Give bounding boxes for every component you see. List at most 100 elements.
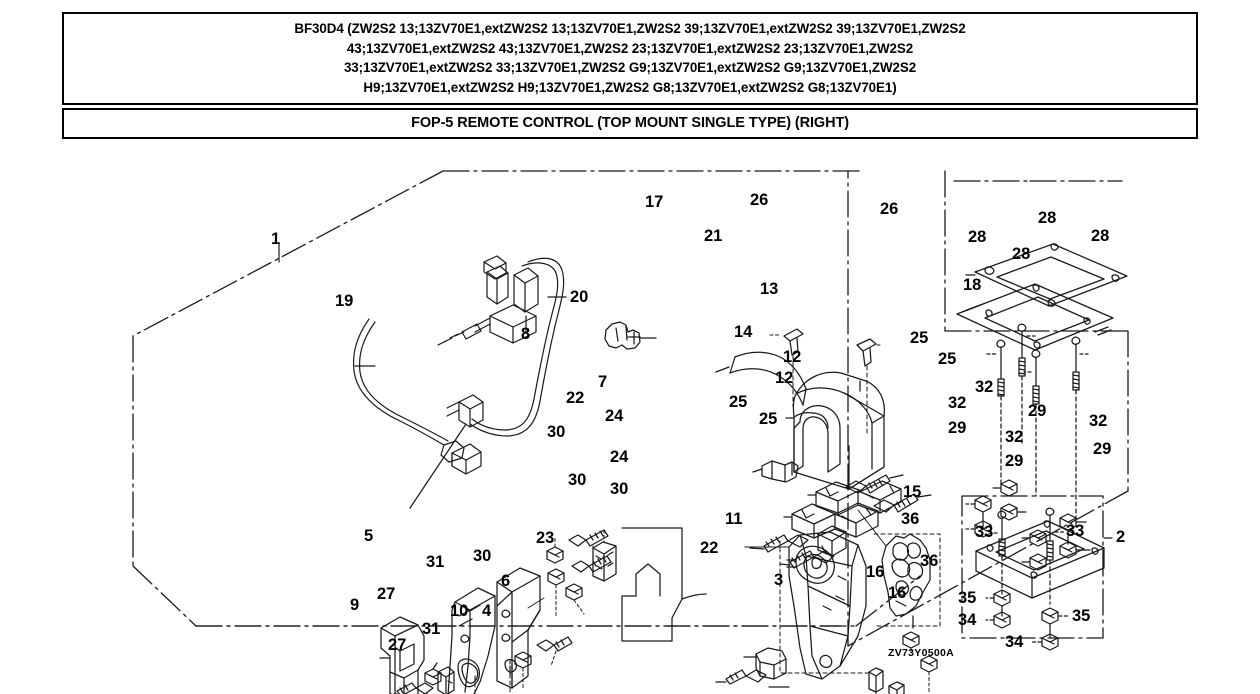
callout-36-b: 36 bbox=[920, 552, 939, 570]
callout-10: 10 bbox=[450, 602, 469, 620]
callout-25-b: 25 bbox=[938, 350, 957, 368]
screw-25-a bbox=[845, 474, 904, 494]
nut-36-b bbox=[920, 655, 938, 693]
screw-26-a bbox=[769, 328, 804, 407]
nut-32-a bbox=[992, 479, 1018, 497]
section-title: FOP-5 REMOTE CONTROL (TOP MOUNT SINGLE T… bbox=[411, 115, 849, 131]
nut-30-b bbox=[547, 568, 565, 619]
callout-29-b: 29 bbox=[1028, 402, 1047, 420]
cable-19 bbox=[352, 304, 537, 475]
callout-16-b: 16 bbox=[888, 584, 907, 602]
callout-26-b: 26 bbox=[880, 200, 899, 218]
screw-25-b bbox=[873, 493, 932, 513]
callout-30-d: 30 bbox=[473, 547, 492, 565]
bolt-33-a bbox=[989, 510, 1007, 595]
bolt-24-b bbox=[571, 555, 612, 573]
callout-32-a: 32 bbox=[975, 378, 994, 396]
callout-3: 3 bbox=[774, 571, 784, 589]
callout-7: 7 bbox=[598, 373, 608, 391]
cable-20 bbox=[409, 255, 567, 509]
callout-22-b: 22 bbox=[700, 539, 719, 557]
callout-2: 2 bbox=[1116, 528, 1126, 546]
callout-4: 4 bbox=[482, 602, 492, 620]
nut-29-b bbox=[1000, 503, 1027, 521]
callout-19: 19 bbox=[335, 292, 354, 310]
callout-30-c: 30 bbox=[610, 480, 629, 498]
part-21-strap bbox=[715, 351, 807, 406]
bolt-33-b bbox=[1045, 507, 1065, 605]
part-16-b bbox=[888, 681, 905, 694]
part-17-clamp bbox=[604, 321, 657, 350]
callout-36-a: 36 bbox=[901, 510, 920, 528]
model-title-box: BF30D4 (ZW2S2 13;13ZV70E1,extZW2S2 13;13… bbox=[62, 12, 1198, 105]
part-code-label: ZV73Y0500A bbox=[888, 647, 955, 659]
screw-25-c bbox=[749, 534, 809, 553]
part-5-bracket bbox=[379, 616, 425, 694]
parts-diagram: ZV73Y0500A 1 17 19 20 8 26 26 21 13 14 1… bbox=[0, 136, 1260, 694]
bolt-30-lead bbox=[527, 597, 545, 609]
nut-30-d bbox=[514, 651, 532, 689]
header: BF30D4 (ZW2S2 13;13ZV70E1,extZW2S2 13;13… bbox=[62, 12, 1198, 139]
callout-28-d: 28 bbox=[1091, 227, 1110, 245]
callout-25-a: 25 bbox=[910, 329, 929, 347]
callout-9: 9 bbox=[350, 596, 360, 614]
callout-32-c: 32 bbox=[1005, 428, 1024, 446]
callout-28-a: 28 bbox=[968, 228, 987, 246]
nut-31-a bbox=[424, 662, 442, 686]
part-13-cover bbox=[785, 371, 885, 490]
spacer-block bbox=[975, 520, 1105, 599]
bolt-28-d bbox=[1071, 336, 1089, 519]
callout-31-a: 31 bbox=[426, 553, 445, 571]
nut-30-c bbox=[565, 583, 585, 615]
callout-15: 15 bbox=[903, 483, 922, 501]
part-14-clip bbox=[752, 460, 799, 483]
bolt-28-c bbox=[1023, 349, 1041, 497]
part-16-a bbox=[868, 667, 884, 694]
part-3-housing bbox=[744, 525, 873, 688]
callout-5: 5 bbox=[364, 527, 374, 545]
washer-35-a bbox=[985, 589, 1011, 617]
callout-30-b: 30 bbox=[568, 471, 587, 489]
callout-16-a: 16 bbox=[866, 563, 885, 581]
page-title: BF30D4 (ZW2S2 13;13ZV70E1,extZW2S2 13;13… bbox=[294, 21, 966, 95]
callout-32-d: 32 bbox=[1089, 412, 1108, 430]
washer-35-b bbox=[1041, 607, 1069, 639]
nut-30-a bbox=[546, 535, 564, 564]
nut-29-c bbox=[1021, 553, 1047, 571]
part-4-lever-arm bbox=[447, 587, 496, 694]
callout-21: 21 bbox=[704, 227, 723, 245]
callout-6: 6 bbox=[501, 572, 511, 590]
panel-cutout bbox=[621, 527, 707, 642]
bolt-28-b bbox=[1017, 323, 1036, 447]
callout-35-a: 35 bbox=[958, 589, 977, 607]
bolt-27-a bbox=[389, 682, 434, 694]
callout-23: 23 bbox=[536, 529, 555, 547]
callout-31-b: 31 bbox=[422, 620, 441, 638]
group-2-lower-box bbox=[961, 495, 1104, 639]
callout-25-d: 25 bbox=[759, 410, 778, 428]
nut-36-a bbox=[902, 631, 920, 653]
group-2-boundary bbox=[847, 170, 1129, 647]
part-12-lower bbox=[783, 502, 879, 539]
callout-27-b: 27 bbox=[388, 636, 407, 654]
nut-34-b bbox=[1031, 633, 1059, 651]
callout-18: 18 bbox=[963, 276, 982, 294]
callout-29-c: 29 bbox=[1005, 452, 1024, 470]
callout-12-b: 12 bbox=[775, 369, 794, 387]
bolt-28-a bbox=[986, 339, 1006, 487]
callout-27-a: 27 bbox=[377, 585, 396, 603]
callout-12-a: 12 bbox=[783, 348, 802, 366]
callout-32-b: 32 bbox=[948, 394, 967, 412]
callout-22-a: 22 bbox=[566, 389, 585, 407]
callout-11: 11 bbox=[725, 510, 743, 528]
callout-25-c: 25 bbox=[729, 393, 748, 411]
callout-13: 13 bbox=[760, 280, 779, 298]
callout-30-a: 30 bbox=[547, 423, 566, 441]
part-15-plate bbox=[857, 509, 941, 629]
callout-20: 20 bbox=[570, 288, 589, 306]
screw-25-d bbox=[779, 550, 835, 569]
callout-8: 8 bbox=[521, 325, 531, 343]
callout-29-d: 29 bbox=[1093, 440, 1112, 458]
callout-33-a: 33 bbox=[975, 523, 994, 541]
callout-24-b: 24 bbox=[610, 448, 629, 466]
